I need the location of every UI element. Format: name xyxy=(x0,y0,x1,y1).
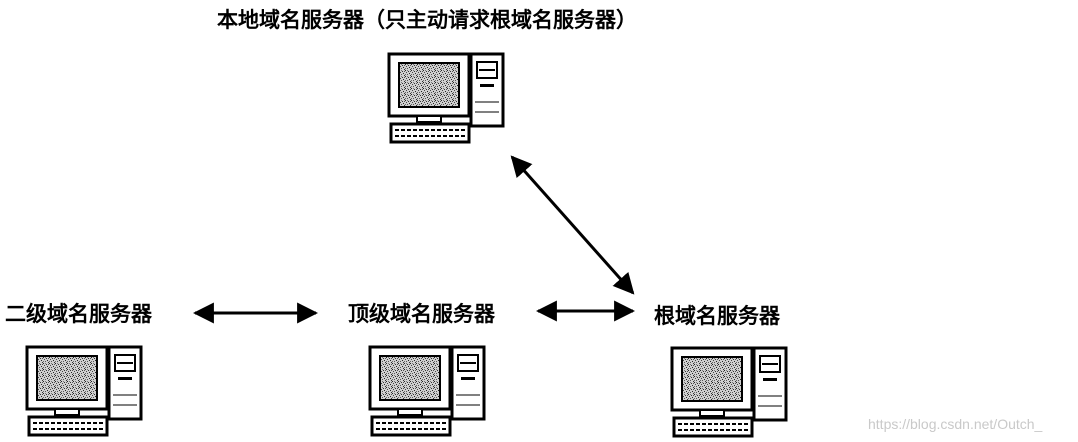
desktop-computer-icon xyxy=(670,346,788,438)
local-dns-label: 本地域名服务器（只主动请求根域名服务器） xyxy=(217,8,637,32)
root-dns-label: 根域名服务器 xyxy=(654,304,780,328)
desktop-computer-icon xyxy=(25,345,143,437)
top-level-dns-label: 顶级域名服务器 xyxy=(348,302,495,326)
watermark: https://blog.csdn.net/Outch_ xyxy=(868,416,1043,432)
second-level-dns-label: 二级域名服务器 xyxy=(5,302,152,326)
desktop-computer-icon xyxy=(368,345,486,437)
arrow-local-root xyxy=(510,155,635,295)
desktop-computer-icon xyxy=(387,52,505,144)
